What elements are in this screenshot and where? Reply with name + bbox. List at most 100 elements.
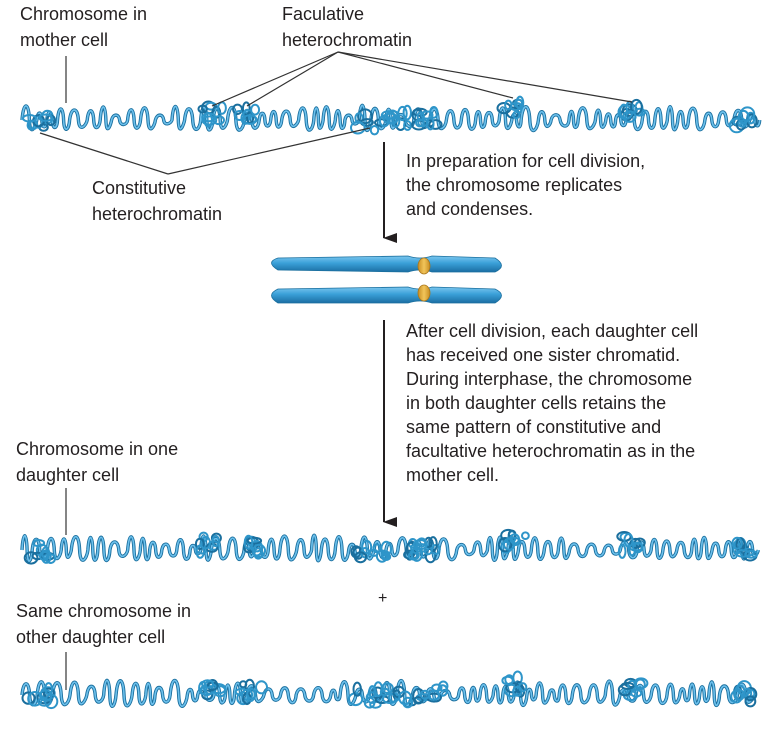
caption-line: in both daughter cells retains the: [406, 393, 666, 413]
chromatin-fiber: [21, 534, 760, 562]
facultative-label: Faculative heterochromatin: [282, 4, 412, 50]
daughter-one-label: Chromosome in one daughter cell: [16, 439, 183, 485]
heterochromatin-loop: [372, 543, 382, 554]
heterochromatin-loop: [733, 688, 745, 702]
heterochromatin-loop: [416, 537, 428, 548]
caption-line: has received one sister chromatid.: [406, 345, 680, 365]
heterochromatin-loop: [21, 691, 36, 705]
heterochromatin-loop: [41, 546, 51, 560]
heterochromatin-loop: [246, 687, 256, 702]
caption-line: the chromosome replicates: [406, 175, 622, 195]
heterochromatin-loop: [420, 110, 434, 120]
heterochromatin-loop: [23, 551, 39, 565]
heterochromatin-loop: [381, 550, 391, 560]
heterochromatin-loop: [368, 548, 379, 557]
heterochromatin-loop: [42, 687, 55, 699]
plus-sign: +: [378, 590, 387, 607]
heterochromatin-loop: [22, 114, 37, 123]
heterochromatin-loop: [246, 536, 263, 545]
heterochromatin-loop: [200, 536, 212, 550]
heterochromatin-loop: [521, 531, 530, 541]
heterochromatin-loop: [363, 696, 376, 709]
heterochromatin-loop: [241, 101, 251, 116]
heterochromatin-loop: [630, 688, 643, 698]
heterochromatin-loop: [211, 534, 220, 548]
replicated-chromosome: [271, 255, 502, 304]
heterochromatin-loop: [744, 549, 759, 559]
heterochromatin-loop: [634, 678, 646, 691]
heterochromatin-loop: [402, 104, 412, 121]
heterochromatin-loop: [240, 111, 250, 125]
heterochromatin-loop: [380, 682, 394, 695]
heterochromatin-loop: [419, 689, 431, 700]
caption-line: and condenses.: [406, 199, 533, 219]
caption-line: same pattern of constitutive and: [406, 417, 661, 437]
heterochromatin-loop: [515, 95, 525, 111]
heterochromatin-loop: [734, 549, 751, 558]
heterochromatin-loop: [352, 681, 362, 697]
caption-line: In preparation for cell division,: [406, 151, 645, 171]
heterochromatin-loop: [512, 110, 521, 120]
mother-cell-chromosome: [20, 95, 762, 136]
heterochromatin-loop: [32, 539, 46, 548]
heterochromatin-loop: [398, 690, 413, 706]
heterochromatin-loop: [197, 104, 208, 114]
heterochromatin-loop: [413, 696, 424, 705]
heterochromatin-loop: [744, 695, 757, 708]
heterochromatin-loop: [357, 108, 374, 125]
heterochromatin-loop: [633, 677, 649, 690]
heterochromatin-loop: [623, 533, 634, 548]
heterochromatin-loop: [244, 678, 255, 693]
mother-cell-label: Chromosome in mother cell: [20, 4, 152, 50]
leader-lines: [39, 51, 633, 690]
heterochromatin-loop: [402, 696, 414, 709]
heterochromatin-loop: [44, 682, 53, 696]
centromere-bottom: [417, 284, 431, 302]
facultative-leader-2: [246, 51, 339, 107]
heterochromatin-loop: [633, 107, 646, 117]
constitutive-leader-1: [39, 132, 169, 175]
heterochromatin-loop: [350, 120, 366, 135]
sister-chromatid-top: [271, 255, 502, 273]
heterochromatin-loop: [403, 120, 412, 131]
facultative-leader-1: [211, 51, 339, 107]
heterochromatin-loop: [438, 680, 449, 692]
heterochromatin-loop: [622, 110, 637, 123]
caption-line: After cell division, each daughter cell: [406, 321, 698, 341]
daughter-cell-one-chromosome: [20, 528, 760, 565]
heterochromatin-loop: [240, 688, 254, 701]
heterochromatin-loop: [347, 692, 364, 707]
heterochromatin-loop: [232, 103, 243, 116]
heterochromatin-loop: [620, 681, 635, 690]
heterochromatin-loop: [213, 685, 227, 698]
heterochromatin-loop: [255, 680, 268, 695]
caption-line: facultative heterochromatin as in the: [406, 441, 695, 461]
heterochromatin-loop: [431, 683, 443, 692]
heterochromatin-loop: [201, 112, 217, 123]
heterochromatin-loop: [630, 98, 643, 115]
heterochromatin-loop: [504, 99, 513, 111]
heterochromatin-loop: [410, 546, 423, 562]
heterochromatin-loop: [201, 115, 218, 126]
heterochromatin-loop: [252, 543, 267, 558]
heterochromatin-loop: [512, 685, 523, 697]
heterochromatin-loop: [369, 125, 380, 136]
heterochromatin-loop: [504, 674, 515, 686]
daughter-two-label: Same chromosome in other daughter cell: [16, 601, 196, 647]
heterochromatin-loop: [731, 536, 743, 550]
facultative-leader-3: [337, 51, 514, 99]
division-caption: After cell division, each daughter cell h…: [406, 321, 698, 485]
constitutive-label: Constitutive heterochromatin: [92, 178, 222, 224]
heterochromatin-loop: [198, 681, 208, 695]
heterochromatin-loop: [426, 117, 435, 131]
heterochromatin-loop: [38, 113, 53, 122]
chromatin-fiber: [21, 104, 761, 132]
heterochromatin-loop: [412, 539, 428, 551]
heterochromatin-loop: [379, 687, 390, 697]
heterochromatin-loop: [250, 103, 261, 116]
heterochromatin-loop: [194, 537, 205, 551]
heterochromatin-loop: [737, 109, 750, 125]
caption-line: During interphase, the chromosome: [406, 369, 692, 389]
heterochromatin-loop: [201, 679, 214, 689]
